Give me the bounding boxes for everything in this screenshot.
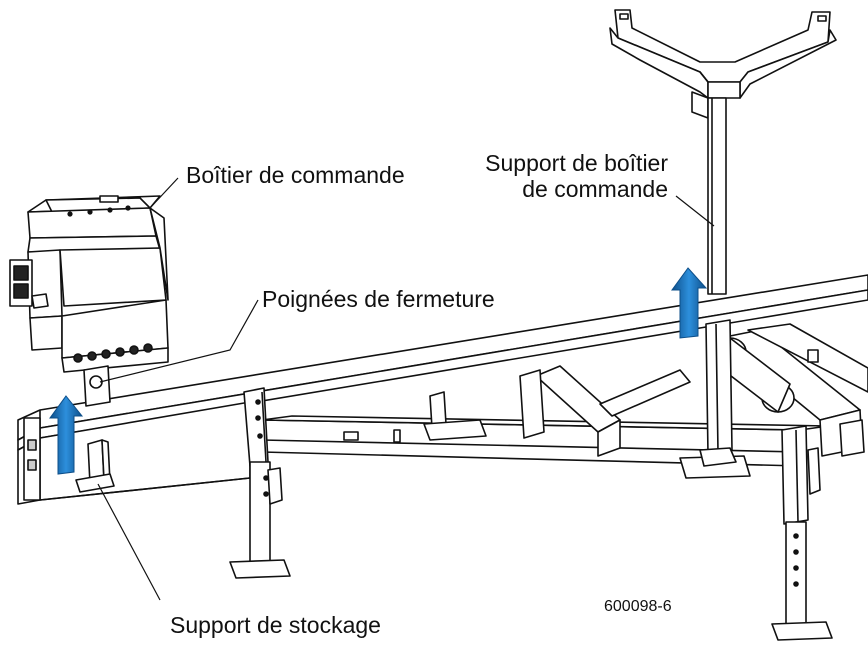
closing-handles-label: Poignées de fermeture bbox=[262, 286, 495, 312]
control-box-label: Boîtier de commande bbox=[186, 162, 405, 188]
control-box-support bbox=[609, 9, 837, 295]
leg-center bbox=[679, 319, 751, 479]
lift-arrow-left bbox=[49, 395, 84, 475]
control-box bbox=[9, 195, 169, 407]
diagonal-braces bbox=[343, 365, 691, 457]
storage-support-label: Support de stockage bbox=[170, 612, 381, 638]
control-box-support-label-line1: Support de boîtier bbox=[485, 150, 668, 176]
storage-support bbox=[75, 439, 115, 493]
leg-left bbox=[229, 387, 291, 579]
leader-storage-support bbox=[97, 483, 161, 601]
lift-arrow-right bbox=[671, 267, 708, 339]
figure-id: 600098-6 bbox=[604, 598, 672, 615]
leader-control-box bbox=[149, 177, 179, 209]
main-rail bbox=[17, 274, 868, 505]
leader-lines bbox=[97, 177, 715, 601]
leader-closing-handles bbox=[99, 299, 259, 383]
control-box-support-label-line2: de commande bbox=[522, 176, 668, 202]
leg-right bbox=[771, 419, 865, 641]
leader-control-box-support bbox=[675, 195, 715, 227]
